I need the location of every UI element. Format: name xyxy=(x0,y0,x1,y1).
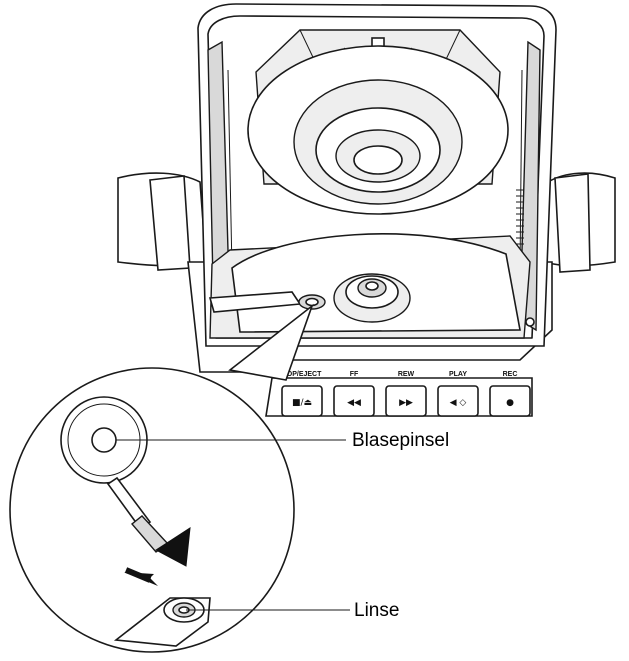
button-label: PLAY xyxy=(449,371,467,378)
record-icon: ● xyxy=(506,398,514,408)
button-face xyxy=(385,385,427,417)
button-face xyxy=(281,385,323,417)
fast-rewind-icon: ◀◀ xyxy=(347,398,361,408)
button-rew: REW ▶▶ xyxy=(385,371,427,417)
button-label: REC xyxy=(503,371,518,378)
blower-brush-illustration xyxy=(60,396,191,567)
button-panel: TOP/EJECT ■/⏏ FF ◀◀ REW ▶▶ PLAY ◀ ◇ REC ● xyxy=(265,371,533,417)
button-label: REW xyxy=(398,371,415,378)
lens-label: Linse xyxy=(354,600,399,621)
fast-forward-icon: ▶▶ xyxy=(399,398,413,408)
magnifier-circle xyxy=(9,367,295,653)
button-face xyxy=(437,385,479,417)
stop-eject-icon: ■/⏏ xyxy=(292,398,312,408)
play-icon: ◀ ◇ xyxy=(450,398,467,408)
button-label: FF xyxy=(350,371,359,378)
button-label: TOP/EJECT xyxy=(283,371,322,378)
button-face xyxy=(489,385,531,417)
button-ff: FF ◀◀ xyxy=(333,371,375,417)
magnified-callout xyxy=(9,303,350,653)
button-rec: REC ● xyxy=(489,371,531,417)
button-face xyxy=(333,385,375,417)
blower-brush-label: Blasepinsel xyxy=(352,430,449,451)
button-play: PLAY ◀ ◇ xyxy=(437,371,479,417)
button-top-eject: TOP/EJECT ■/⏏ xyxy=(281,371,323,417)
disc-tray xyxy=(208,233,535,339)
